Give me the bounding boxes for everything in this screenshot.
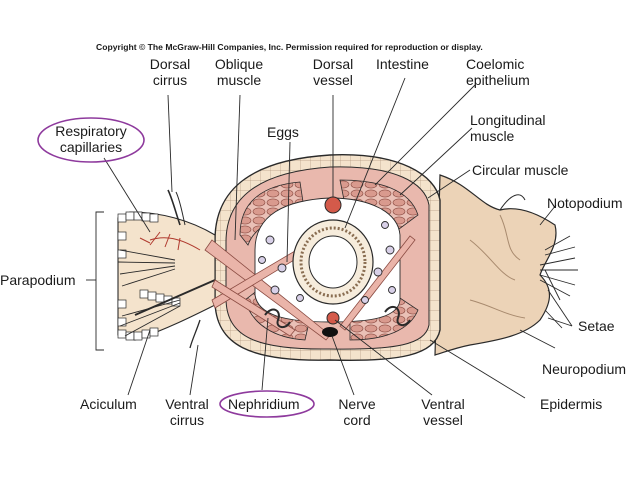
label-ventral-vessel: Ventral vessel	[421, 396, 465, 428]
label-nerve-cord: Nerve cord	[338, 396, 376, 428]
respiratory-capillaries-highlight	[37, 117, 145, 163]
label-longitudinal-muscle: Longitudinal muscle	[470, 112, 546, 144]
label-oblique-muscle: Oblique muscle	[214, 56, 264, 88]
label-aciculum: Aciculum	[80, 396, 137, 412]
label-intestine: Intestine	[376, 56, 429, 72]
dorsal-vessel-shape	[324, 196, 342, 214]
label-dorsal-cirrus: Dorsal cirrus	[149, 56, 191, 88]
label-respiratory-capillaries: Respiratory capillaries	[55, 123, 127, 155]
label-epidermis: Epidermis	[540, 396, 603, 412]
label-circular-muscle: Circular muscle	[472, 162, 569, 178]
label-notopodium: Notopodium	[547, 195, 623, 211]
left-parapodium	[117, 189, 216, 349]
label-dorsal-vessel: Dorsal vessel	[312, 56, 354, 88]
label-eggs: Eggs	[267, 124, 299, 140]
label-neuropodium: Neuropodium	[542, 361, 627, 377]
label-coelomic-epithelium: Coelomic epithelium	[466, 56, 530, 88]
label-setae: Setae	[578, 318, 615, 334]
eggs	[258, 221, 396, 304]
label-nephridium: Nephridium	[228, 396, 300, 412]
nephridia	[264, 305, 411, 328]
leader-lines	[86, 77, 573, 399]
nerve-cord-shape	[322, 327, 338, 337]
right-parapodium-lobe	[434, 174, 578, 356]
copyright-notice: Copyright © The McGraw-Hill Companies, I…	[96, 42, 483, 52]
intestine	[292, 219, 374, 305]
nephridium-highlight	[219, 390, 315, 418]
label-parapodium: Parapodium	[0, 272, 76, 288]
label-ventral-cirrus: Ventral cirrus	[165, 396, 209, 428]
